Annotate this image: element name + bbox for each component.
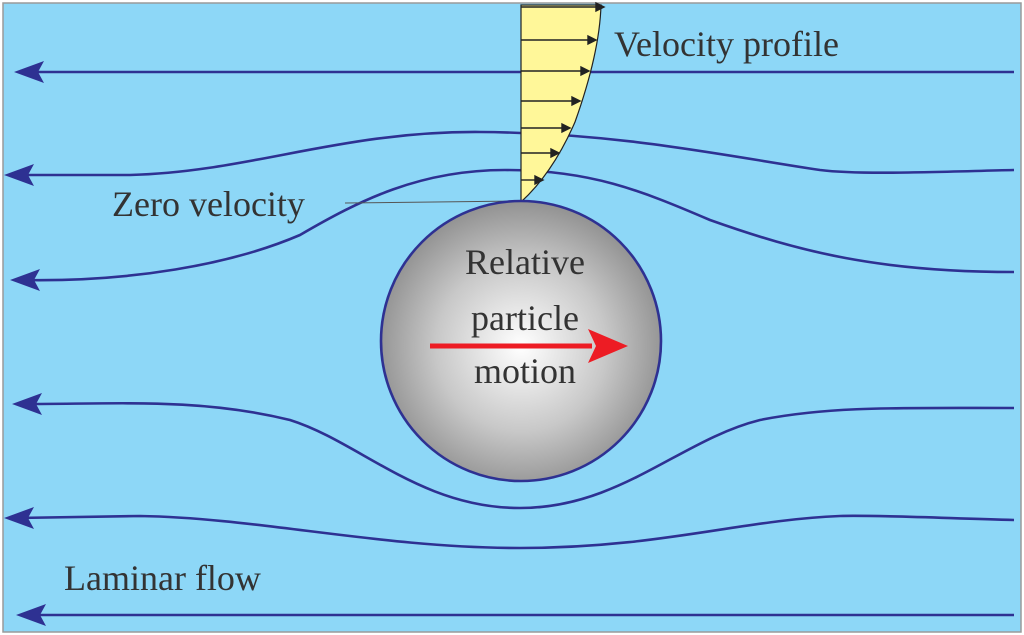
- streamline-arrowheads: [4, 61, 46, 626]
- particle: [379, 199, 663, 483]
- arrowhead-5: [4, 507, 34, 529]
- streamlines: [14, 70, 1015, 617]
- velocity-profile: [520, 1, 606, 204]
- particle-label-line-2: particle: [471, 298, 579, 338]
- velocity-profile-label: Velocity profile: [614, 24, 839, 64]
- laminar-flow-label: Laminar flow: [64, 558, 261, 598]
- velocity-profile-arrows: [521, 1, 606, 186]
- zero-velocity-label: Zero velocity: [112, 184, 305, 224]
- streamline-3: [21, 168, 1015, 282]
- arrowhead-3: [10, 269, 40, 291]
- streamline-2: [14, 130, 1015, 177]
- particle-label-line-3: motion: [474, 351, 576, 391]
- arrowhead-2: [4, 164, 34, 186]
- streamline-4: [23, 401, 1015, 510]
- arrowhead-4: [12, 393, 42, 415]
- relative-motion-arrow: [430, 329, 628, 363]
- arrowhead-6: [16, 604, 46, 626]
- zero-velocity-leader-line: [344, 200, 520, 204]
- arrowhead-1: [14, 61, 44, 83]
- streamline-5: [15, 514, 1015, 550]
- particle-label-line-1: Relative: [465, 242, 585, 282]
